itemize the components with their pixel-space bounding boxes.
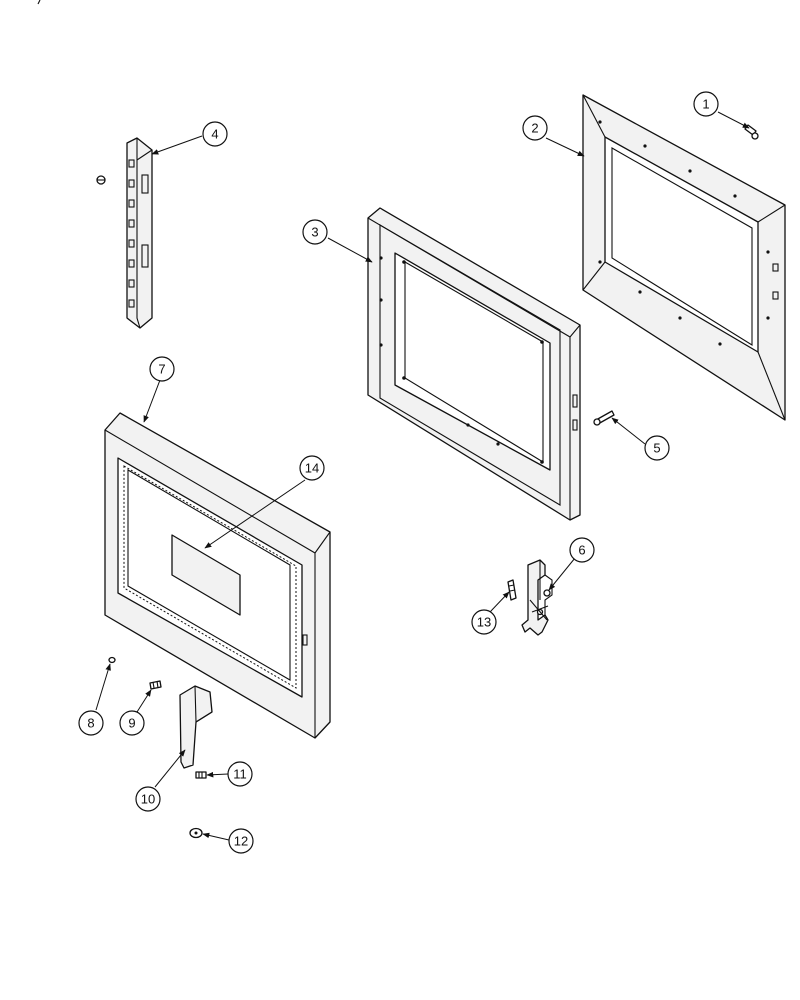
leader-9 bbox=[136, 689, 152, 713]
leader-2 bbox=[545, 137, 585, 157]
part-5-pin[interactable] bbox=[593, 410, 615, 426]
leader-13 bbox=[489, 591, 510, 613]
leader-10 bbox=[154, 749, 186, 788]
part-11-screw[interactable] bbox=[195, 771, 207, 779]
part-6-latch-assembly[interactable] bbox=[521, 559, 553, 636]
callout-2: 2 bbox=[522, 115, 548, 141]
leader-3 bbox=[327, 237, 373, 263]
svg-text:8: 8 bbox=[87, 716, 94, 731]
part-12-nut[interactable] bbox=[189, 827, 203, 839]
callout-4: 4 bbox=[202, 121, 228, 147]
leader-1 bbox=[717, 111, 750, 129]
callout-3: 3 bbox=[302, 219, 328, 245]
callout-10: 10 bbox=[135, 786, 161, 812]
leader-11 bbox=[206, 771, 229, 778]
leader-lines bbox=[95, 111, 750, 841]
part-3-inner-door-panel[interactable] bbox=[367, 207, 581, 521]
part-14-label-plate[interactable] bbox=[171, 534, 241, 616]
callout-1: 1 bbox=[693, 91, 719, 117]
callout-7: 7 bbox=[149, 356, 175, 382]
part-8-plug[interactable] bbox=[108, 656, 116, 664]
callout-5: 5 bbox=[644, 435, 670, 461]
svg-text:14: 14 bbox=[305, 461, 319, 476]
svg-text:13: 13 bbox=[477, 615, 491, 630]
leader-6 bbox=[548, 557, 576, 591]
leader-5 bbox=[611, 417, 646, 445]
svg-text:6: 6 bbox=[578, 543, 585, 558]
callout-11: 11 bbox=[227, 761, 253, 787]
svg-text:1: 1 bbox=[702, 97, 709, 112]
part-13-spring[interactable] bbox=[507, 579, 517, 601]
svg-text:5: 5 bbox=[653, 441, 660, 456]
part-2-outer-door-frame[interactable] bbox=[582, 94, 786, 421]
svg-text:11: 11 bbox=[233, 767, 247, 782]
callout-9: 9 bbox=[119, 710, 145, 736]
svg-text:9: 9 bbox=[128, 716, 135, 731]
svg-text:12: 12 bbox=[234, 834, 248, 849]
svg-text:7: 7 bbox=[158, 362, 165, 377]
leader-7 bbox=[143, 379, 161, 423]
leader-12 bbox=[202, 832, 230, 841]
leader-8 bbox=[95, 663, 111, 711]
callout-13: 13 bbox=[471, 609, 497, 635]
leader-14 bbox=[204, 479, 306, 549]
svg-text:4: 4 bbox=[211, 127, 218, 142]
part-10-door-handle[interactable] bbox=[179, 685, 213, 769]
svg-text:2: 2 bbox=[531, 121, 538, 136]
callout-14: 14 bbox=[299, 455, 325, 481]
corner-mark bbox=[37, 0, 41, 5]
callout-12: 12 bbox=[228, 828, 254, 854]
leader-4 bbox=[151, 135, 203, 155]
part-4-screw[interactable] bbox=[96, 175, 106, 185]
callout-8: 8 bbox=[78, 710, 104, 736]
callout-6: 6 bbox=[569, 537, 595, 563]
part-4-hinge-bracket[interactable] bbox=[126, 137, 153, 329]
svg-text:3: 3 bbox=[311, 225, 318, 240]
part-9-screw[interactable] bbox=[149, 680, 162, 690]
svg-text:10: 10 bbox=[141, 792, 155, 807]
